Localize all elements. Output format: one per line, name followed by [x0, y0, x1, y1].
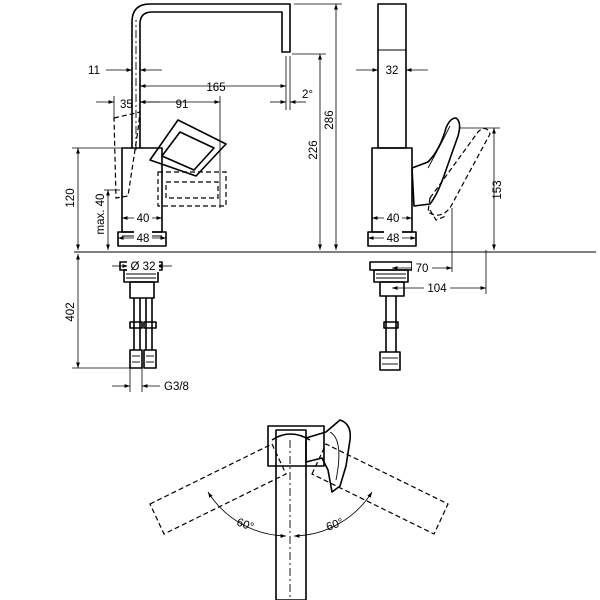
top-lever [305, 419, 352, 493]
top-spout [275, 429, 307, 600]
dim-60-right: 60° [325, 517, 345, 534]
dim-153: 153 [492, 180, 504, 199]
dim-402: 402 [65, 302, 77, 321]
side-lever-handle [411, 117, 461, 207]
top-handle-left-dashed [149, 443, 287, 535]
dim-diameter-32: Ø 32 [131, 261, 156, 273]
dim-2-degree: 2° [302, 89, 313, 101]
dim-226: 226 [308, 140, 320, 159]
dim-104: 104 [427, 283, 447, 295]
dim-70: 70 [416, 263, 429, 275]
dim-120: 120 [65, 188, 77, 207]
dim-286: 286 [324, 110, 336, 129]
dim-40-front: 40 [137, 213, 150, 225]
dim-max-40: max. 40 [95, 194, 107, 235]
top-handle-right-dashed [311, 443, 449, 535]
spout-outline [131, 3, 291, 148]
handle-horizontal-dashed [157, 171, 227, 207]
dim-165: 165 [206, 82, 225, 94]
dim-35: 35 [120, 99, 133, 111]
dim-g3-8: G3/8 [164, 381, 189, 393]
dim-40-side: 40 [387, 213, 400, 225]
dim-91: 91 [176, 99, 189, 111]
dim-11: 11 [88, 65, 100, 77]
side-view: 32 153 40 48 70 104 [356, 3, 504, 371]
handle-up [149, 119, 227, 177]
dim-48-side: 48 [387, 233, 400, 245]
side-lever-dashed [427, 127, 491, 216]
handle-tilted-dashed [113, 111, 141, 199]
dim-60-left: 60° [235, 517, 255, 534]
front-view: 11 165 2° 35 91 226 286 120 ma [65, 3, 596, 393]
dim-32-side: 32 [386, 65, 399, 77]
top-view: 60° 60° [149, 419, 449, 600]
dim-48-front: 48 [137, 233, 150, 245]
